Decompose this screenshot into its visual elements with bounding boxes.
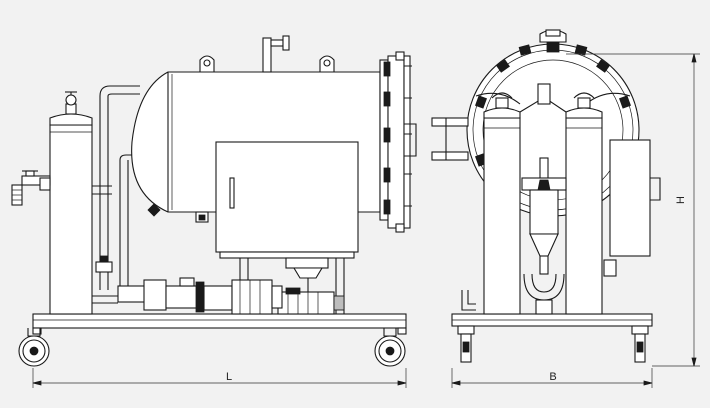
front-left-handle bbox=[431, 117, 469, 161]
front-base-frame bbox=[451, 313, 653, 327]
side-pump-motor bbox=[277, 257, 345, 315]
side-piping bbox=[92, 85, 149, 304]
side-base-frame bbox=[32, 313, 407, 335]
front-side-cabinet bbox=[609, 139, 661, 257]
front-side-pipes bbox=[461, 259, 617, 311]
caster-right bbox=[374, 328, 406, 367]
side-view bbox=[11, 35, 417, 367]
dimension-width-label: B bbox=[549, 371, 556, 383]
front-center-piping bbox=[519, 83, 567, 315]
caster-left bbox=[18, 328, 50, 367]
dimension-height-label: H bbox=[675, 196, 687, 204]
dimension-width: B bbox=[451, 368, 653, 388]
side-filter-canister bbox=[11, 91, 93, 315]
front-filter-left bbox=[483, 92, 521, 315]
side-oil-pump bbox=[143, 277, 283, 315]
front-caster-left bbox=[457, 325, 475, 363]
dimension-length-label: L bbox=[226, 371, 232, 383]
side-tank-flange bbox=[379, 51, 417, 233]
front-view bbox=[431, 29, 661, 363]
dimension-height: H bbox=[566, 53, 700, 367]
side-control-cabinet bbox=[215, 141, 359, 314]
front-filter-right bbox=[565, 92, 603, 315]
dimension-length: L bbox=[32, 368, 407, 388]
front-caster-right bbox=[631, 325, 649, 363]
